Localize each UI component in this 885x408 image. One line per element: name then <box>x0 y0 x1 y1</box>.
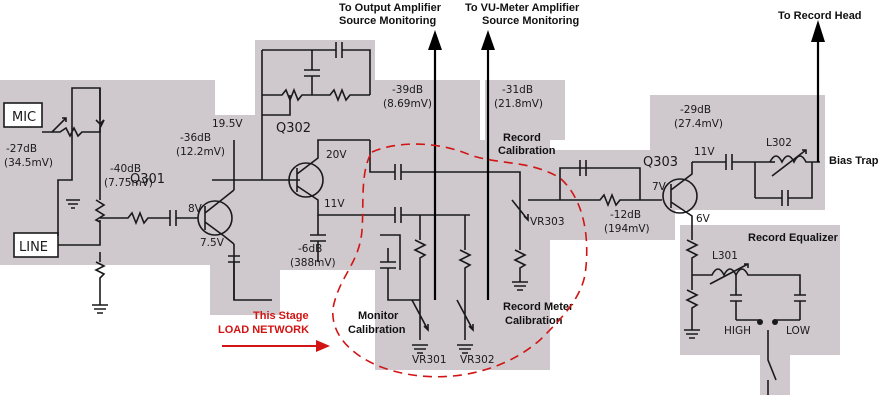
q301-in-level-db: -40dB <box>110 163 141 175</box>
record-head-arrowhead <box>811 20 825 42</box>
q303-label: Q303 <box>643 155 678 170</box>
q303-stage: Q303 11V 7V 6V -12dB (194mV) -29dB (27.4… <box>528 104 770 339</box>
q301-collector-level-mv: (12.2mV) <box>176 146 225 158</box>
monitor-calibration-line2: Calibration <box>348 324 406 336</box>
mic-label: MIC <box>12 110 36 125</box>
voltage-7v: 7V <box>652 181 667 193</box>
voltage-20v: 20V <box>326 149 347 161</box>
load-network-dashed-outline <box>332 143 588 378</box>
q302-out-level-mv: (388mV) <box>290 257 336 269</box>
vr303-label: VR303 <box>530 216 565 228</box>
voltage-19-5v: 19.5V <box>212 118 243 130</box>
mic-input-box <box>3 102 43 128</box>
line-label: LINE <box>19 240 48 255</box>
q301-stage: -40dB (7.75mV) -36dB (12.2mV) 19.5V Q301… <box>100 118 300 301</box>
eq-low-label: LOW <box>786 325 811 337</box>
input-section: MIC LINE -27dB (34.5mV) <box>3 87 108 314</box>
q302-label: Q302 <box>276 121 311 136</box>
voltage-11v-q302: 11V <box>324 198 345 210</box>
q301-in-level-mv: (7.75mV) <box>104 177 153 189</box>
q302-stage: Q302 20V 11V -6dB (388mV) <box>261 42 371 269</box>
record-meter-calibration-line2: Calibration <box>505 315 563 327</box>
mic-level-mv: (34.5mV) <box>4 157 53 169</box>
vu-level-mv: (21.8mV) <box>494 98 543 110</box>
q303-in-level-mv: (194mV) <box>604 223 650 235</box>
voltage-8v: 8V <box>188 203 203 215</box>
scan-background <box>0 40 840 395</box>
vr302-label: VR302 <box>460 354 495 366</box>
load-network-highlight: This Stage LOAD NETWORK <box>218 143 588 378</box>
voltage-6v: 6V <box>696 213 711 225</box>
voltage-7-5v: 7.5V <box>200 237 225 249</box>
load-network: VR301 VR302 VR303 -39dB (8.69mV) -31dB (… <box>369 84 565 366</box>
output-amp-label-line1: To Output Amplifier <box>339 2 442 14</box>
load-network-label: LOAD NETWORK <box>218 324 309 336</box>
this-stage-label: This Stage <box>253 310 309 322</box>
mon-level-db: -39dB <box>392 84 423 96</box>
vu-meter-label-line2: Source Monitoring <box>482 15 579 27</box>
q301-label: Q301 <box>130 172 165 187</box>
overlay-annotations: To Output Amplifier Source Monitoring To… <box>339 2 879 336</box>
mic-level-db: -27dB <box>6 143 37 155</box>
voltage-11v-q303: 11V <box>694 146 715 158</box>
q301-transistor <box>197 200 233 236</box>
l301-label: L301 <box>712 250 738 262</box>
q303-out-level-db: -29dB <box>680 104 711 116</box>
bias-trap-network: L302 <box>754 137 820 206</box>
l302-label: L302 <box>766 137 792 149</box>
record-equalizer-network: L301 HIGH LOW <box>692 250 811 395</box>
q302-out-level-db: -6dB <box>298 243 322 255</box>
record-equalizer-label: Record Equalizer <box>748 232 839 244</box>
vu-level-db: -31dB <box>502 84 533 96</box>
vu-meter-label-line1: To VU-Meter Amplifier <box>465 2 580 14</box>
mon-level-mv: (8.69mV) <box>383 98 432 110</box>
load-network-red-arrowhead <box>316 340 330 352</box>
output-amp-arrowhead <box>428 30 442 50</box>
record-meter-calibration-line1: Record Meter <box>503 301 574 313</box>
bias-trap-label: Bias Trap <box>829 155 879 167</box>
q301-collector-level-db: -36dB <box>180 132 211 144</box>
monitor-calibration-line1: Monitor <box>358 310 399 322</box>
record-calibration-line1: Record <box>503 132 541 144</box>
record-head-label: To Record Head <box>778 10 862 22</box>
record-calibration-line2: Calibration <box>498 145 556 157</box>
q303-out-level-mv: (27.4mV) <box>674 118 723 130</box>
vu-meter-arrowhead <box>481 30 495 50</box>
vr301-label: VR301 <box>412 354 447 366</box>
q303-in-level-db: -12dB <box>610 209 641 221</box>
q302-transistor <box>288 162 324 198</box>
q303-transistor <box>662 178 698 214</box>
line-input-box <box>13 232 59 258</box>
output-amp-label-line2: Source Monitoring <box>339 15 436 27</box>
eq-high-label: HIGH <box>724 325 751 337</box>
